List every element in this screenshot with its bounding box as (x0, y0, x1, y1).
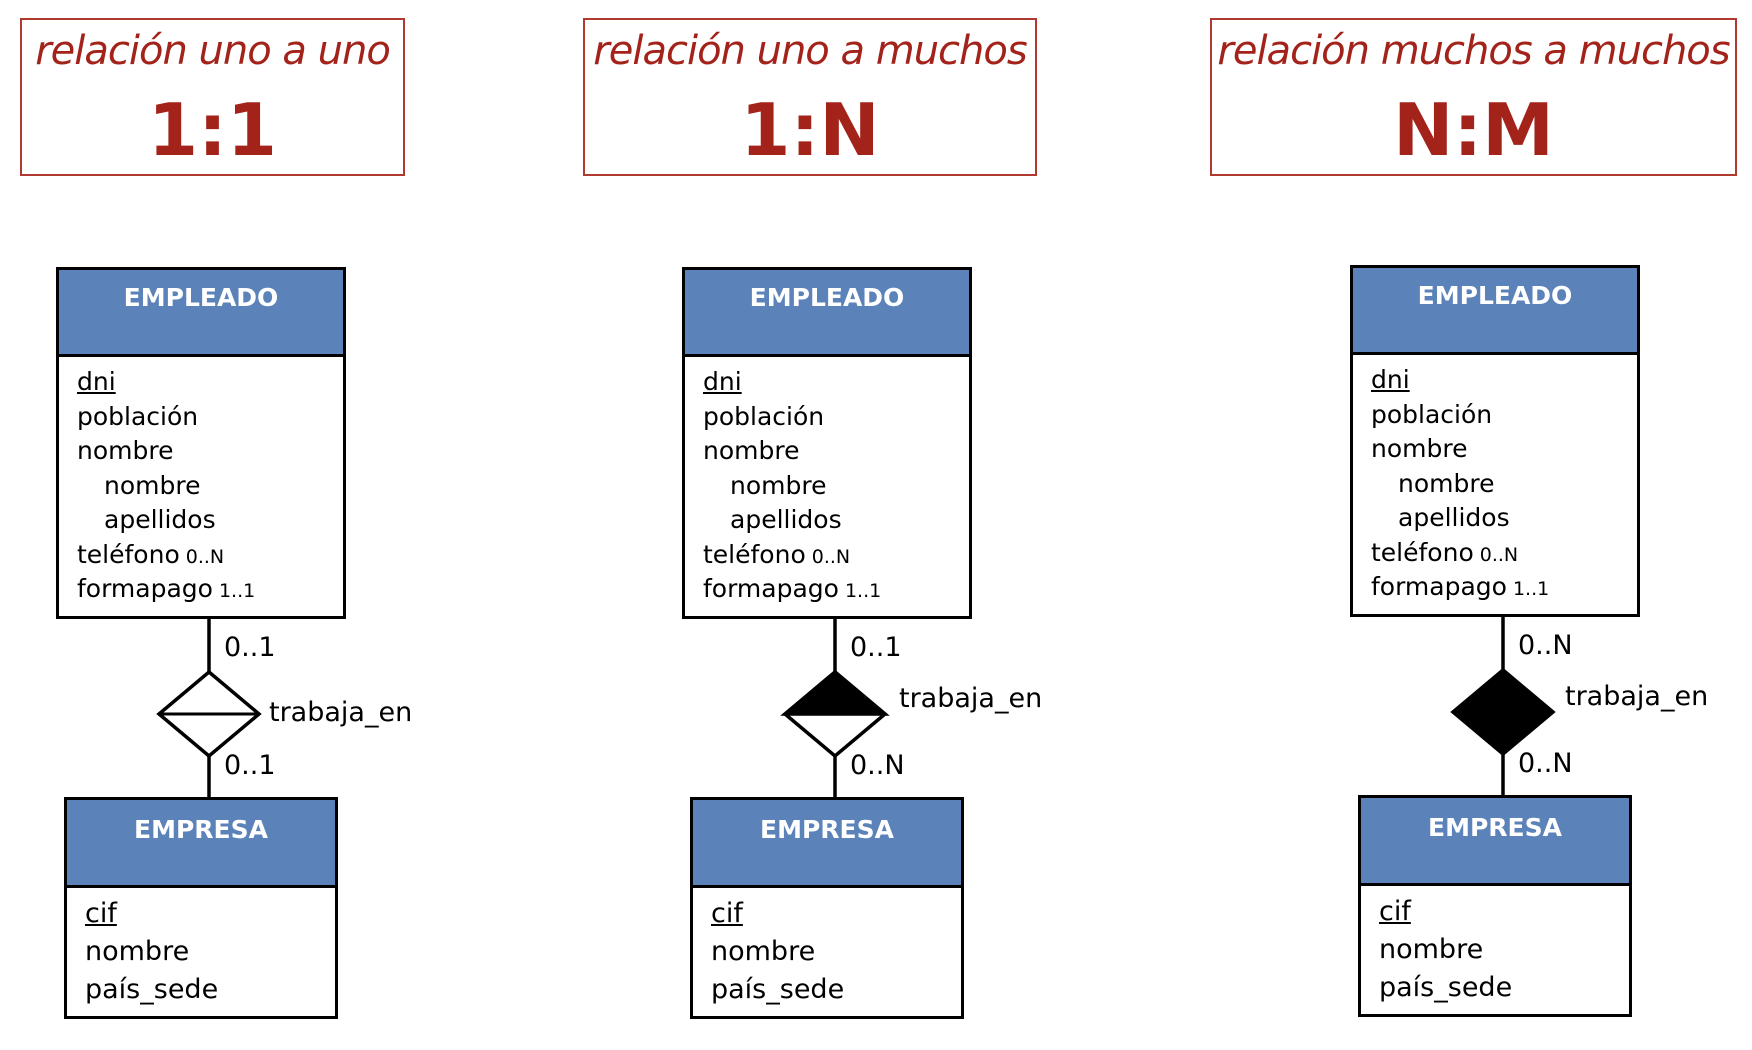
entity-empresa: EMPRESA cif nombre país_sede (64, 797, 338, 1019)
sub-attribute: nombre (104, 470, 201, 500)
sub-attribute: apellidos (1398, 503, 1510, 532)
attribute-key: dni (77, 367, 116, 396)
entity-name: EMPLEADO (749, 283, 905, 312)
attribute: nombre (711, 936, 816, 967)
attribute-key: cif (85, 898, 117, 929)
attribute-cardinality: 0..N (1479, 543, 1519, 566)
title-box-one-to-one: relación uno a uno 1:1 (20, 18, 405, 176)
relationship-name: trabaja_en (269, 697, 413, 728)
entity-name: EMPRESA (1428, 813, 1562, 842)
attribute: población (703, 401, 825, 431)
entity-name: EMPLEADO (123, 283, 279, 312)
entity-header: EMPRESA (67, 800, 335, 888)
sub-attribute: nombre (1398, 468, 1495, 498)
entity-empresa: EMPRESA cif nombre país_sede (1358, 795, 1632, 1017)
attribute-key: cif (1379, 896, 1411, 927)
relationship-name: trabaja_en (899, 683, 1043, 714)
relationship-name: trabaja_en (1565, 681, 1709, 712)
entity-name: EMPRESA (134, 815, 268, 844)
relationship-diamond (782, 669, 888, 759)
entity-header: EMPRESA (1361, 798, 1629, 886)
attribute: país_sede (711, 974, 845, 1005)
cardinality-bottom: 0..N (1518, 748, 1573, 779)
title-subtitle: relación muchos a muchos (1217, 28, 1730, 74)
cardinality-bottom: 0..N (850, 750, 905, 781)
attribute-key: cif (711, 898, 743, 929)
sub-attribute: apellidos (730, 505, 842, 534)
sub-attribute: apellidos (104, 505, 216, 534)
title-subtitle: relación uno a uno (35, 28, 391, 74)
attribute-cardinality: 0..N (185, 545, 225, 568)
attribute-cardinality: 1..1 (1512, 578, 1550, 600)
attribute: nombre (703, 436, 800, 465)
title-box-one-to-many: relación uno a muchos 1:N (583, 18, 1037, 176)
title-box-many-to-many: relación muchos a muchos N:M (1210, 18, 1737, 176)
entity-header: EMPLEADO (685, 270, 969, 357)
entity-empleado: EMPLEADO dni población nombre nombre ape… (682, 267, 972, 619)
entity-name: EMPRESA (760, 815, 894, 844)
attribute-key: dni (1371, 365, 1410, 394)
attribute-cardinality: 1..1 (218, 580, 256, 602)
relationship-diamond-filled (1450, 667, 1556, 757)
title-ratio: 1:N (740, 88, 880, 172)
relationship-diamond-filled-half (780, 669, 890, 716)
entity-empleado: EMPLEADO dni población nombre nombre ape… (56, 267, 346, 619)
attribute: población (1371, 399, 1493, 429)
cardinality-bottom: 0..1 (224, 750, 276, 781)
attribute: nombre (1379, 934, 1484, 965)
attribute-key: dni (703, 367, 742, 396)
entity-header: EMPLEADO (59, 270, 343, 357)
attribute: nombre (85, 936, 190, 967)
title-ratio: 1:1 (148, 88, 277, 172)
entity-empleado: EMPLEADO dni población nombre nombre ape… (1350, 265, 1640, 617)
title-ratio: N:M (1393, 88, 1554, 172)
cardinality-top: 0..1 (850, 632, 902, 663)
attribute: nombre (77, 436, 174, 465)
attribute-cardinality: 0..N (811, 545, 851, 568)
entity-header: EMPRESA (693, 800, 961, 888)
entity-name: EMPLEADO (1417, 281, 1573, 310)
entity-header: EMPLEADO (1353, 268, 1637, 355)
sub-attribute: nombre (730, 470, 827, 500)
attribute: nombre (1371, 434, 1468, 463)
title-subtitle: relación uno a muchos (593, 28, 1027, 74)
attribute-cardinality: 1..1 (844, 580, 882, 602)
attribute: país_sede (1379, 972, 1513, 1003)
attribute: país_sede (85, 974, 219, 1005)
cardinality-top: 0..1 (224, 632, 276, 663)
attribute: población (77, 401, 199, 431)
entity-empresa: EMPRESA cif nombre país_sede (690, 797, 964, 1019)
cardinality-top: 0..N (1518, 630, 1573, 661)
